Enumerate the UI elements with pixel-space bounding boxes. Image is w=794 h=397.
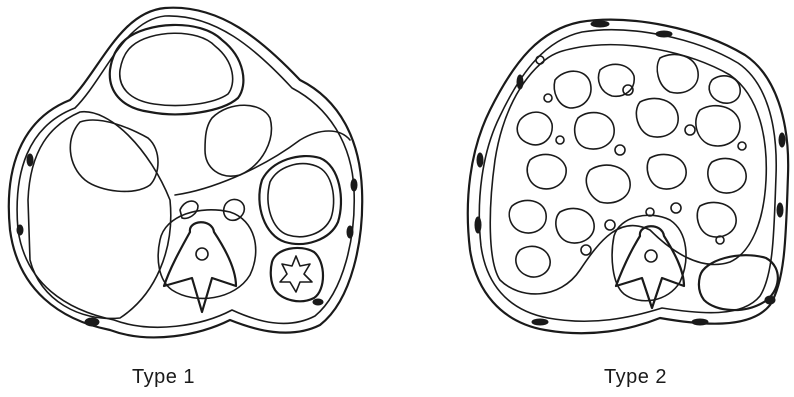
type1-right-cavity [259, 156, 341, 244]
type2-cavity [599, 64, 635, 96]
type2-wall-patch [765, 296, 775, 304]
type1-star-lumen-center [196, 248, 208, 260]
type2-cavity [697, 202, 736, 237]
type2-wall-patch [477, 153, 483, 167]
type2-cavity [575, 113, 614, 149]
type2-cavity [657, 54, 698, 93]
type2-cavity [685, 125, 695, 135]
type2-cavity [738, 142, 746, 150]
type2-wall-patch [591, 21, 609, 27]
type1-bottom-right-star [280, 256, 312, 292]
type2-cavity [527, 154, 566, 188]
type2-wall-patch [656, 31, 672, 37]
type2-cavity [556, 136, 564, 144]
type2-star-lumen-center [645, 250, 657, 262]
type2-cavity [586, 165, 630, 203]
type2-cavity [696, 106, 740, 146]
type2-cavity [708, 158, 746, 193]
type2-wall-patch [777, 203, 783, 217]
type2-cavity [544, 94, 552, 102]
type2-cavity [636, 98, 678, 137]
type1-bottom-right-cavity [271, 248, 323, 301]
type2-cavity [615, 145, 625, 155]
type1-wall-patch [351, 179, 357, 191]
type2-cavity [517, 112, 552, 145]
type2-caption: Type 2 [604, 366, 667, 389]
type1-wall-patch [347, 226, 353, 238]
type1-cross-section [9, 8, 362, 338]
type1-wall-patch [313, 299, 323, 305]
type1-caption: Type 1 [132, 366, 195, 389]
type2-cross-section [468, 20, 788, 333]
type2-cavity [556, 208, 594, 243]
type1-outer-wall [9, 8, 362, 338]
type1-wall-patch [17, 225, 23, 235]
type2-cavity [554, 71, 591, 108]
type2-cavity [581, 245, 591, 255]
type2-cavity [623, 85, 633, 95]
type2-wall-patch [517, 75, 523, 89]
type2-cavity [647, 154, 686, 189]
type2-central-sheath [612, 215, 686, 301]
type2-cavity [536, 56, 544, 64]
type2-cavity [509, 200, 546, 233]
type2-cavity [671, 203, 681, 213]
type1-right-septum [175, 131, 350, 195]
type1-left-cavity [28, 112, 171, 319]
type2-trabecular-cavities [509, 54, 746, 277]
type1-top-cavity-inner [120, 33, 233, 105]
type1-top-cavity [110, 25, 244, 114]
type1-wall-patch [27, 154, 33, 166]
type2-cavity [709, 76, 740, 103]
type1-center-cavity [205, 105, 271, 176]
type2-cavity [516, 246, 550, 277]
type2-wall-patch [475, 217, 481, 233]
type2-cavity [605, 220, 615, 230]
type2-wall-patch [779, 133, 785, 147]
type2-wall-patch [692, 319, 708, 325]
type2-wall-patch [532, 319, 548, 325]
type1-right-cavity-inner [268, 164, 334, 237]
type1-wall-patch [85, 318, 99, 326]
